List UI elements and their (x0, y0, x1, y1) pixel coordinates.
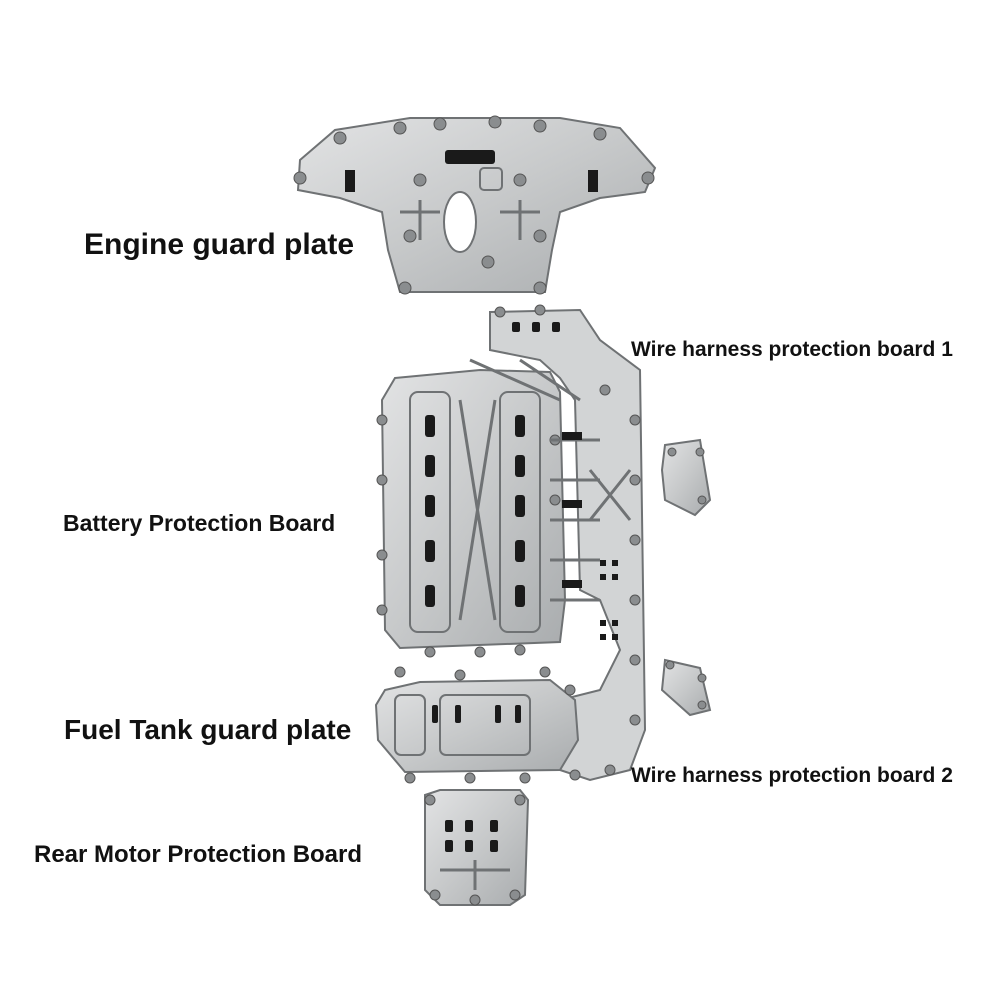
fuel-tank-guard-plate-label: Fuel Tank guard plate (64, 714, 352, 745)
wire-harness-board-1-label: Wire harness protection board 1 (631, 338, 953, 361)
battery-protection-board-label: Battery Protection Board (63, 510, 336, 536)
wire-harness-board-2-piece (660, 658, 712, 717)
engine-guard-plate-label: Engine guard plate (84, 228, 355, 261)
fuel-tank-guard-plate (374, 666, 580, 784)
central-frame (469, 304, 647, 782)
rear-motor-protection-board-label: Rear Motor Protection Board (34, 841, 363, 868)
battery-protection-board (376, 368, 567, 658)
wire-harness-board-1-piece (660, 438, 712, 517)
wire-harness-board-2-label: Wire harness protection board 2 (631, 764, 953, 787)
engine-guard-plate (293, 115, 657, 295)
rear-motor-protection-board (424, 789, 530, 906)
